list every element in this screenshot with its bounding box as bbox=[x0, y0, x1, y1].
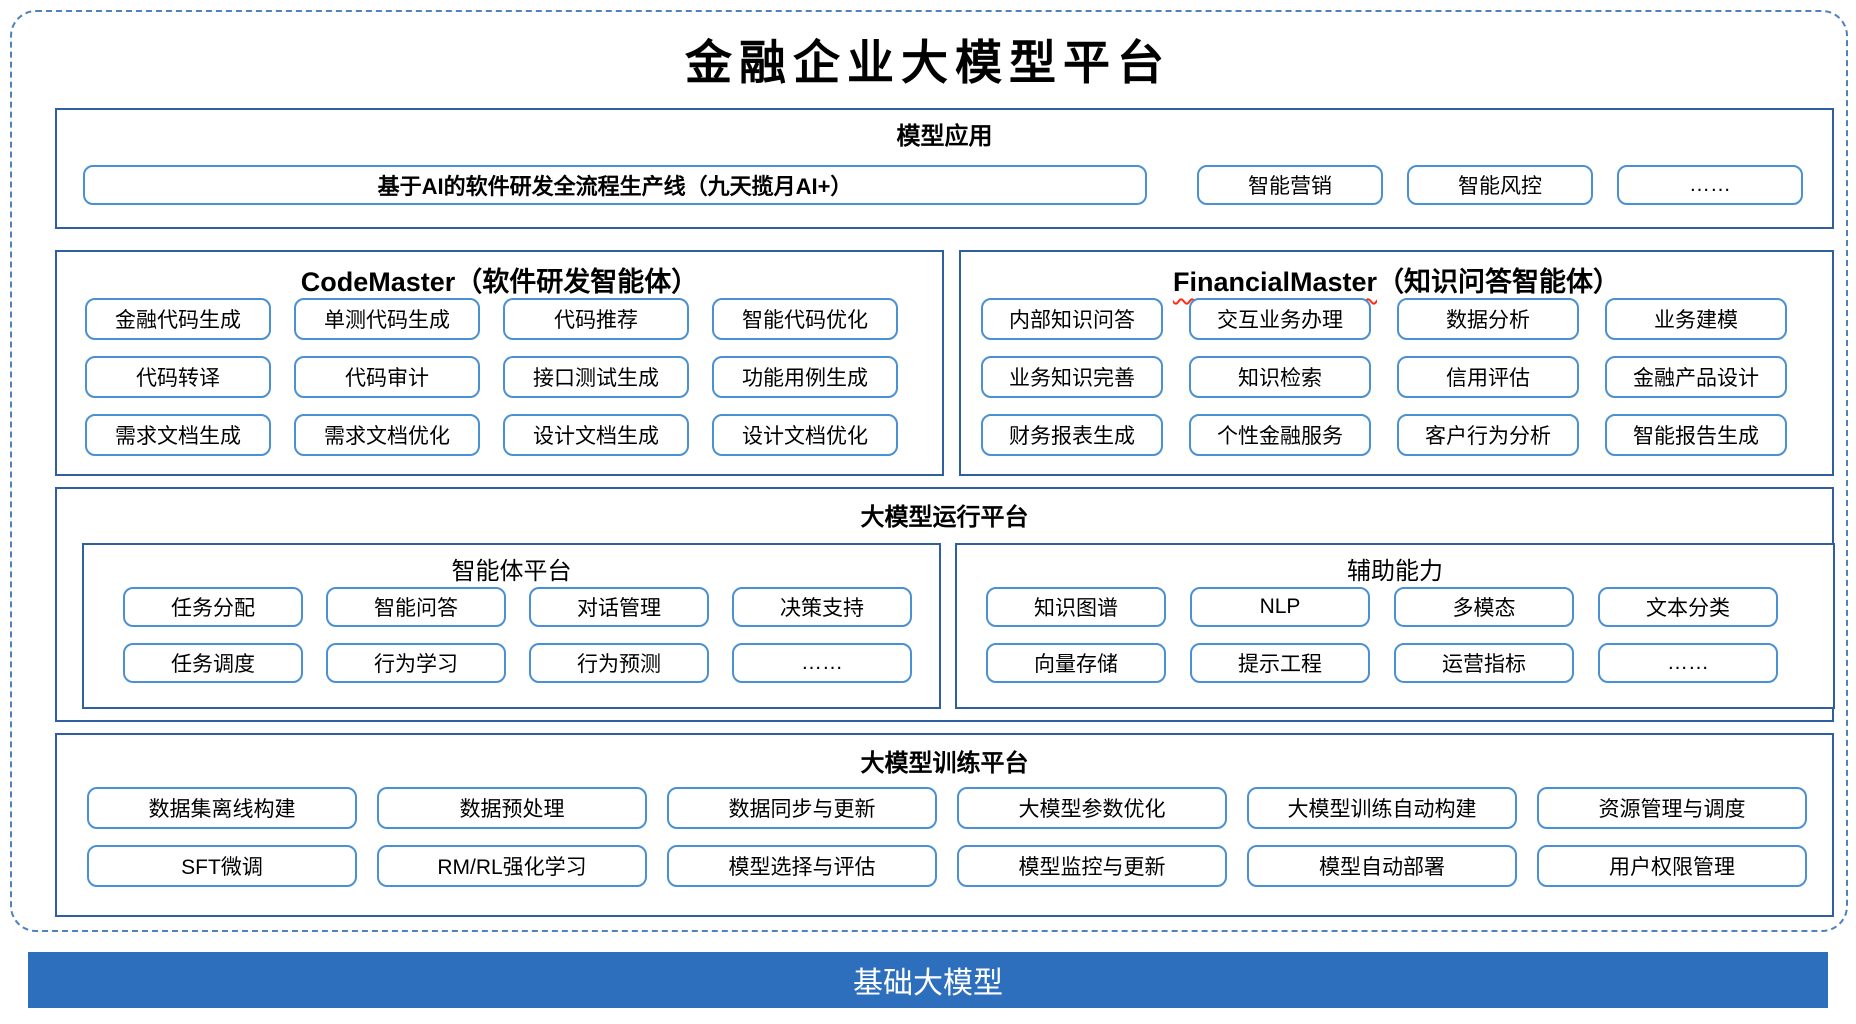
capability-pill: 大模型训练自动构建 bbox=[1247, 787, 1517, 829]
section-title: 模型应用 bbox=[896, 123, 993, 150]
capability-pill: 决策支持 bbox=[732, 587, 912, 627]
capability-pill: NLP bbox=[1190, 587, 1370, 627]
capability-pill: 模型监控与更新 bbox=[957, 845, 1227, 887]
capability-pill: 客户行为分析 bbox=[1397, 414, 1579, 456]
financialmaster-subtitle: （知识问答智能体） bbox=[1377, 267, 1621, 297]
aux-row-1: 知识图谱 NLP 多模态 文本分类 bbox=[986, 587, 1778, 627]
capability-pill: 知识检索 bbox=[1189, 356, 1371, 398]
capability-pill: 知识图谱 bbox=[986, 587, 1166, 627]
capability-pill: 交互业务办理 bbox=[1189, 298, 1371, 340]
capability-pill-ellipsis: …… bbox=[1617, 165, 1803, 205]
codemaster-row-1: 金融代码生成 单测代码生成 代码推荐 智能代码优化 bbox=[85, 298, 898, 340]
capability-pill: 行为预测 bbox=[529, 643, 709, 683]
capability-pill: 提示工程 bbox=[1190, 643, 1370, 683]
training-row-2: SFT微调 RM/RL强化学习 模型选择与评估 模型监控与更新 模型自动部署 用… bbox=[87, 845, 1807, 887]
capability-pill: 模型自动部署 bbox=[1247, 845, 1517, 887]
capability-pill: 智能问答 bbox=[326, 587, 506, 627]
capability-pill: 数据预处理 bbox=[377, 787, 647, 829]
capability-pill: 智能营销 bbox=[1197, 165, 1383, 205]
capability-pill-ellipsis: …… bbox=[732, 643, 912, 683]
capability-pill: 模型选择与评估 bbox=[667, 845, 937, 887]
capability-pill: 任务分配 bbox=[123, 587, 303, 627]
capability-pill: 内部知识问答 bbox=[981, 298, 1163, 340]
capability-pill: 数据同步与更新 bbox=[667, 787, 937, 829]
capability-pill: 设计文档优化 bbox=[712, 414, 898, 456]
capability-pill: 信用评估 bbox=[1397, 356, 1579, 398]
foundation-model-bar: 基础大模型 bbox=[28, 952, 1828, 1008]
page-title: 金融企业大模型平台 bbox=[685, 36, 1171, 91]
capability-pill: 财务报表生成 bbox=[981, 414, 1163, 456]
financialmaster-row-2: 业务知识完善 知识检索 信用评估 金融产品设计 bbox=[981, 356, 1787, 398]
financialmaster-row-1: 内部知识问答 交互业务办理 数据分析 业务建模 bbox=[981, 298, 1787, 340]
capability-pill: 单测代码生成 bbox=[294, 298, 480, 340]
capability-pill: 金融代码生成 bbox=[85, 298, 271, 340]
panel-financialmaster-title: FinancialMaster（知识问答智能体） bbox=[961, 260, 1832, 299]
capability-pill: 数据分析 bbox=[1397, 298, 1579, 340]
capability-pill: 业务建模 bbox=[1605, 298, 1787, 340]
capability-pill: 智能报告生成 bbox=[1605, 414, 1787, 456]
capability-pill: SFT微调 bbox=[87, 845, 357, 887]
section-runtime-platform: 大模型运行平台 智能体平台 任务分配 智能问答 对话管理 决策支持 任务调度 行… bbox=[55, 487, 1835, 722]
capability-pill: 多模态 bbox=[1394, 587, 1574, 627]
capability-pill: 业务知识完善 bbox=[981, 356, 1163, 398]
production-line-pill: 基于AI的软件研发全流程生产线（九天揽月AI+） bbox=[83, 165, 1147, 205]
codemaster-row-3: 需求文档生成 需求文档优化 设计文档生成 设计文档优化 bbox=[85, 414, 898, 456]
capability-pill: RM/RL强化学习 bbox=[377, 845, 647, 887]
capability-pill: 对话管理 bbox=[529, 587, 709, 627]
capability-pill: 大模型参数优化 bbox=[957, 787, 1227, 829]
platform-frame bbox=[10, 10, 1848, 932]
panel-codemaster-title: CodeMaster（软件研发智能体） bbox=[57, 260, 942, 299]
capability-pill: 运营指标 bbox=[1394, 643, 1574, 683]
capability-pill: 任务调度 bbox=[123, 643, 303, 683]
capability-pill: 设计文档生成 bbox=[503, 414, 689, 456]
panel-codemaster: CodeMaster（软件研发智能体） 金融代码生成 单测代码生成 代码推荐 智… bbox=[55, 250, 944, 476]
capability-pill: 用户权限管理 bbox=[1537, 845, 1807, 887]
capability-pill: 智能风控 bbox=[1407, 165, 1593, 205]
agent-platform-row-1: 任务分配 智能问答 对话管理 决策支持 bbox=[123, 587, 912, 627]
codemaster-row-2: 代码转译 代码审计 接口测试生成 功能用例生成 bbox=[85, 356, 898, 398]
model-app-pill-row: 基于AI的软件研发全流程生产线（九天揽月AI+） 智能营销 智能风控 …… bbox=[83, 165, 1803, 205]
panel-financialmaster: FinancialMaster（知识问答智能体） 内部知识问答 交互业务办理 数… bbox=[959, 250, 1834, 476]
section-title: 大模型运行平台 bbox=[860, 504, 1029, 531]
section-model-applications: 模型应用 基于AI的软件研发全流程生产线（九天揽月AI+） 智能营销 智能风控 … bbox=[55, 108, 1834, 229]
capability-pill: 代码转译 bbox=[85, 356, 271, 398]
training-row-1: 数据集离线构建 数据预处理 数据同步与更新 大模型参数优化 大模型训练自动构建 … bbox=[87, 787, 1807, 829]
section-training-platform: 大模型训练平台 数据集离线构建 数据预处理 数据同步与更新 大模型参数优化 大模… bbox=[55, 733, 1834, 917]
panel-agent-platform-title: 智能体平台 bbox=[451, 558, 572, 585]
capability-pill: 智能代码优化 bbox=[712, 298, 898, 340]
capability-pill: 需求文档优化 bbox=[294, 414, 480, 456]
capability-pill-ellipsis: …… bbox=[1598, 643, 1778, 683]
capability-pill: 行为学习 bbox=[326, 643, 506, 683]
capability-pill: 个性金融服务 bbox=[1189, 414, 1371, 456]
capability-pill: 金融产品设计 bbox=[1605, 356, 1787, 398]
capability-pill: 向量存储 bbox=[986, 643, 1166, 683]
financialmaster-row-3: 财务报表生成 个性金融服务 客户行为分析 智能报告生成 bbox=[981, 414, 1787, 456]
capability-pill: 数据集离线构建 bbox=[87, 787, 357, 829]
aux-row-2: 向量存储 提示工程 运营指标 …… bbox=[986, 643, 1778, 683]
capability-pill: 资源管理与调度 bbox=[1537, 787, 1807, 829]
capability-pill: 接口测试生成 bbox=[503, 356, 689, 398]
financialmaster-name: FinancialMaster bbox=[1172, 267, 1378, 297]
capability-pill: 代码审计 bbox=[294, 356, 480, 398]
codemaster-subtitle: （软件研发智能体） bbox=[455, 267, 699, 297]
panel-agent-platform: 智能体平台 任务分配 智能问答 对话管理 决策支持 任务调度 行为学习 行为预测… bbox=[82, 543, 941, 709]
capability-pill: 代码推荐 bbox=[503, 298, 689, 340]
section-title: 大模型训练平台 bbox=[860, 750, 1029, 777]
panel-aux-capabilities-title: 辅助能力 bbox=[1347, 558, 1443, 585]
capability-pill: 功能用例生成 bbox=[712, 356, 898, 398]
agent-platform-row-2: 任务调度 行为学习 行为预测 …… bbox=[123, 643, 912, 683]
capability-pill: 文本分类 bbox=[1598, 587, 1778, 627]
panel-aux-capabilities: 辅助能力 知识图谱 NLP 多模态 文本分类 向量存储 提示工程 运营指标 …… bbox=[955, 543, 1835, 709]
capability-pill: 需求文档生成 bbox=[85, 414, 271, 456]
codemaster-name: CodeMaster bbox=[300, 267, 456, 297]
